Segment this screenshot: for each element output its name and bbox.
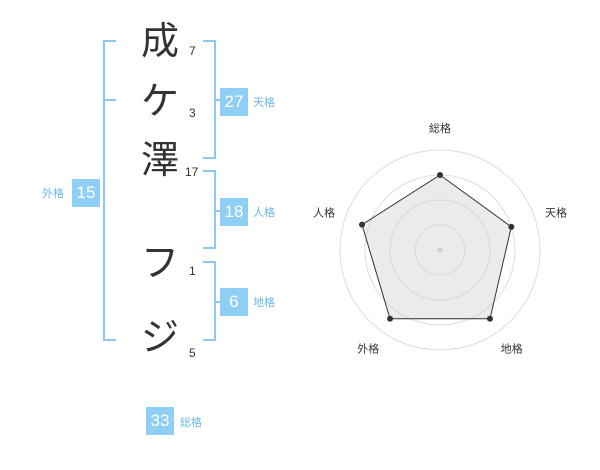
jinkaku-label: 人格 [253,206,275,219]
radar-point-3 [486,315,493,322]
stroke-count-1: 7 [189,44,196,58]
radar-axis-label-2: 天格 [545,205,567,219]
soukaku-label: 総格 [180,416,202,429]
radar-center-dot [437,247,443,253]
gaikaku-bracket-top [103,40,116,42]
tenkaku-bracket-connector [214,99,222,101]
jinkaku-bracket-bottom [203,247,216,249]
chikaku-bracket-top [203,261,216,263]
jinkaku-bracket-vertical [214,170,216,249]
stroke-count-3: 17 [185,165,199,179]
stroke-count-2: 3 [189,106,196,120]
stroke-count-5: 5 [189,346,196,360]
jinkaku-bracket-connector [214,210,222,212]
radar-point-1 [437,172,443,178]
name-char-2: ケ [140,79,179,123]
gaikaku-score: 15 [72,179,100,207]
gaikaku-bracket-tick [103,99,116,101]
tenkaku-bracket-bottom [203,157,216,159]
chikaku-label: 地格 [253,296,275,309]
radar-ring-1 [414,224,466,276]
chikaku-bracket-connector [214,301,222,303]
name-char-5: ジ [140,315,179,359]
soukaku-score: 33 [146,407,174,435]
gaikaku-bracket-bottom [103,339,116,341]
radar-point-2 [508,223,515,230]
radar-point-4 [387,315,394,322]
tenkaku-label: 天格 [253,96,275,109]
jinkaku-bracket-top [203,170,216,172]
radar-point-5 [359,221,366,228]
radar-axis-label-4: 外格 [357,342,379,356]
gaikaku-bracket-vertical [103,40,105,341]
radar-ring-4 [339,149,541,351]
radar-axis-label-5: 人格 [313,205,335,219]
radar-ring-2 [389,199,491,301]
radar-axis-label-3: 地格 [501,342,523,356]
name-char-3: 澤 [140,138,179,182]
chikaku-bracket-bottom [203,339,216,341]
tenkaku-bracket-top [203,40,216,42]
radar-area [361,174,512,320]
tenkaku-score: 27 [220,88,248,116]
chikaku-score: 6 [220,288,248,316]
jinkaku-score: 18 [220,198,248,226]
name-char-1: 成 [140,19,179,63]
radar-axis-label-1: 総格 [429,121,451,135]
stroke-count-4: 1 [189,264,196,278]
name-char-4: フ [140,241,179,285]
gaikaku-label: 外格 [42,187,64,200]
